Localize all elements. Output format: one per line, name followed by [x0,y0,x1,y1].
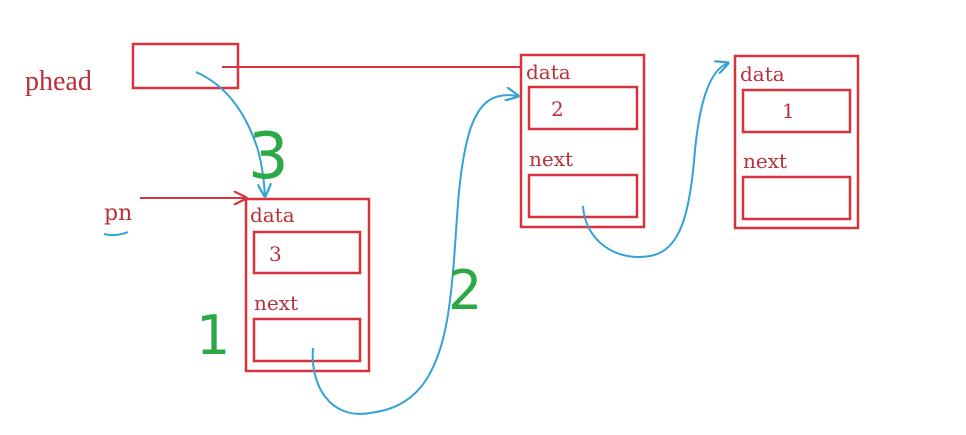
node-last-next-label: next [743,149,787,173]
phead-to-new-node-arrow [195,71,265,196]
node-new-data-label: data [250,203,295,227]
node-mid-next-label: next [529,147,573,171]
node-new-outer [244,197,371,373]
node-new-data-field [252,230,362,275]
phead-label: phead [25,66,92,97]
node-last: data 1 next [733,54,860,230]
node-mid-outer [519,53,646,229]
node-mid-value: 2 [551,97,564,121]
step-number-2: 2 [448,259,482,322]
node-mid-data-field [527,85,639,131]
node-mid-data-label: data [526,60,571,84]
node2-next-to-node3-arrow [582,63,728,258]
node-new-next-label: next [254,291,298,315]
pn-label: pn [104,201,132,226]
node-last-outer [733,54,860,230]
node-new-next-field [252,317,362,363]
step-number-3: 3 [248,120,289,194]
node-mid-next-field [527,173,639,219]
node-new-value: 3 [269,242,282,266]
step-number-1: 1 [196,304,230,367]
node-last-data-field [741,88,852,134]
node-last-next-field [741,175,852,221]
node-new: data 3 next [244,197,371,373]
node-last-data-label: data [740,62,785,86]
new-node-next-to-node2-arrow [311,95,518,415]
node-last-value: 1 [782,99,795,123]
pn-underline [103,231,129,237]
node-mid: data 2 next [519,53,646,229]
